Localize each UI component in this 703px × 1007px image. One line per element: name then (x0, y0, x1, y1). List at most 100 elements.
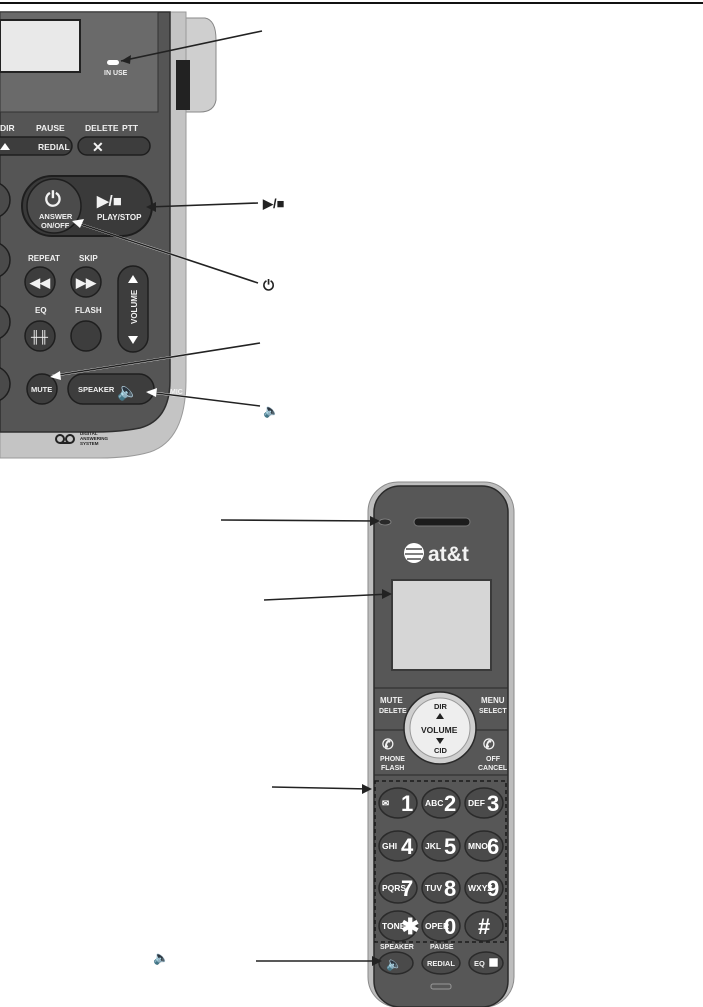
base-speaker-button[interactable]: SPEAKER 🔈 (67, 373, 155, 405)
base-callouts: ▶/■ ⏻ 🔈 (50, 30, 285, 419)
base-hinge (176, 60, 190, 110)
callout-power-symbol: ⏻ (263, 277, 274, 293)
callout-handset-led (220, 519, 379, 522)
keypad-key-letters: WXYZ (468, 883, 493, 893)
flash-button[interactable] (70, 320, 102, 352)
hang-up-icon: ✆ (483, 736, 495, 752)
callout-play-stop-arrowhead (146, 202, 156, 212)
play-stop-button[interactable]: ▶/■ PLAY/STOP (96, 193, 142, 222)
handset-menu-label[interactable]: MENU (481, 696, 505, 705)
keypad-key-letters: GHI (382, 841, 397, 851)
handset-phone-label: PHONE (380, 756, 405, 763)
brand-label: at&t (428, 543, 469, 566)
in-use-label: IN USE (104, 70, 128, 77)
on-off-label: ON/OFF (41, 221, 70, 230)
keypad-key-shape (378, 787, 418, 819)
handset-redial-button[interactable]: REDIAL (421, 951, 461, 975)
keypad-key[interactable]: # (464, 910, 504, 942)
handset-mic-slot (430, 983, 452, 990)
delete-x-icon: ✕ (92, 139, 104, 155)
dir-redial-button[interactable]: REDIAL (0, 136, 73, 156)
volume-down-icon (128, 336, 138, 344)
callout-handset-speaker-symbol: 🔈 (153, 950, 169, 966)
handset-callouts: 🔈 (153, 516, 392, 966)
keypad-key-digit: 4 (401, 834, 414, 859)
eq-icon: ╫╫ (30, 330, 49, 345)
repeat-button[interactable]: ◀◀ (24, 266, 56, 298)
base-volume-rocker[interactable]: VOLUME (117, 265, 149, 353)
handset-speaker-label: SPEAKER (380, 944, 414, 951)
nav-ring[interactable]: DIR VOLUME CID (403, 691, 477, 765)
repeat-label: REPEAT (28, 254, 60, 263)
callout-keypad-arrowhead (362, 784, 372, 794)
base-left-key-4[interactable] (0, 366, 11, 402)
keypad-key-shape (464, 910, 504, 942)
callout-mute-dark (51, 342, 261, 377)
nav-cid-label: CID (434, 746, 448, 755)
callout-handset-led-arrowhead (370, 516, 380, 526)
handset-select-label[interactable]: SELECT (479, 708, 507, 715)
keypad-key[interactable]: GHI 4 (378, 830, 418, 862)
keypad-key[interactable]: ✉1 (378, 787, 418, 819)
nav-volume-label: VOLUME (421, 725, 458, 735)
power-icon: ⏻ (45, 189, 61, 211)
keypad-key-digit: 2 (444, 791, 456, 816)
base-left-key-3[interactable] (0, 304, 11, 340)
callout-play-stop (147, 202, 259, 208)
mic-label: MIC (170, 389, 183, 396)
phone-flash-button[interactable]: ✆ PHONE FLASH (380, 736, 405, 772)
handset-delete-label[interactable]: DELETE (379, 708, 407, 715)
callout-handset-speaker-arrowhead (372, 956, 382, 966)
answer-play-pill: ⏻ ANSWER ON/OFF ▶/■ PLAY/STOP (21, 175, 153, 237)
keypad-key-shape (464, 872, 504, 904)
rewind-icon: ◀◀ (29, 275, 51, 290)
keypad-key-shape (464, 787, 504, 819)
keypad-key-letters: PQRS (382, 883, 406, 893)
keypad-key[interactable]: TONE✱ (378, 910, 419, 942)
skip-label: SKIP (79, 254, 98, 263)
handset-eq-button[interactable]: EQ (468, 951, 504, 975)
dir-label: DIR (0, 123, 15, 133)
keypad-key-shape (464, 830, 504, 862)
base-display (0, 19, 81, 73)
base-left-key-2[interactable] (0, 242, 11, 278)
eq-button[interactable]: ╫╫ (24, 320, 56, 352)
callout-power-dark (73, 221, 259, 284)
base-unit: IN USE DIR PAUSE DELETE PTT REDIAL ✕ ⏻ A… (0, 11, 217, 459)
handset-mute-label[interactable]: MUTE (380, 696, 403, 705)
keypad-key-shape (378, 910, 418, 942)
keypad-key-shape (421, 830, 461, 862)
skip-button[interactable]: ▶▶ (70, 266, 102, 298)
handset-off-label: OFF (486, 756, 501, 763)
handset-screen (391, 579, 492, 671)
answer-on-off-button[interactable]: ⏻ ANSWER ON/OFF (26, 178, 82, 234)
keypad-key-letters: OPER (425, 921, 449, 931)
callout-in-use-arrowhead (121, 55, 131, 64)
keypad-key-shape (421, 787, 461, 819)
callout-keypad (271, 786, 371, 790)
keypad-key-digit: 3 (487, 791, 499, 816)
fast-forward-icon: ▶▶ (75, 275, 97, 290)
delete-ptt-button[interactable]: ✕ (77, 136, 151, 156)
base-left-key-1[interactable] (0, 182, 11, 218)
base-volume-label: VOLUME (130, 289, 139, 324)
base-mute-button[interactable]: MUTE (26, 373, 58, 405)
play-stop-icon: ▶/■ (96, 193, 122, 210)
redial-label: REDIAL (38, 142, 70, 152)
keypad-key-digit: ✱ (401, 914, 419, 939)
handset-speaker-button[interactable]: 🔈 (378, 951, 414, 975)
callout-in-use (120, 30, 263, 62)
delete-label: DELETE (85, 123, 119, 133)
nav-dir-label: DIR (434, 702, 448, 711)
callout-screen (263, 593, 391, 601)
off-cancel-button[interactable]: ✆ OFF CANCEL (478, 736, 508, 772)
callout-screen-arrowhead (382, 589, 392, 599)
